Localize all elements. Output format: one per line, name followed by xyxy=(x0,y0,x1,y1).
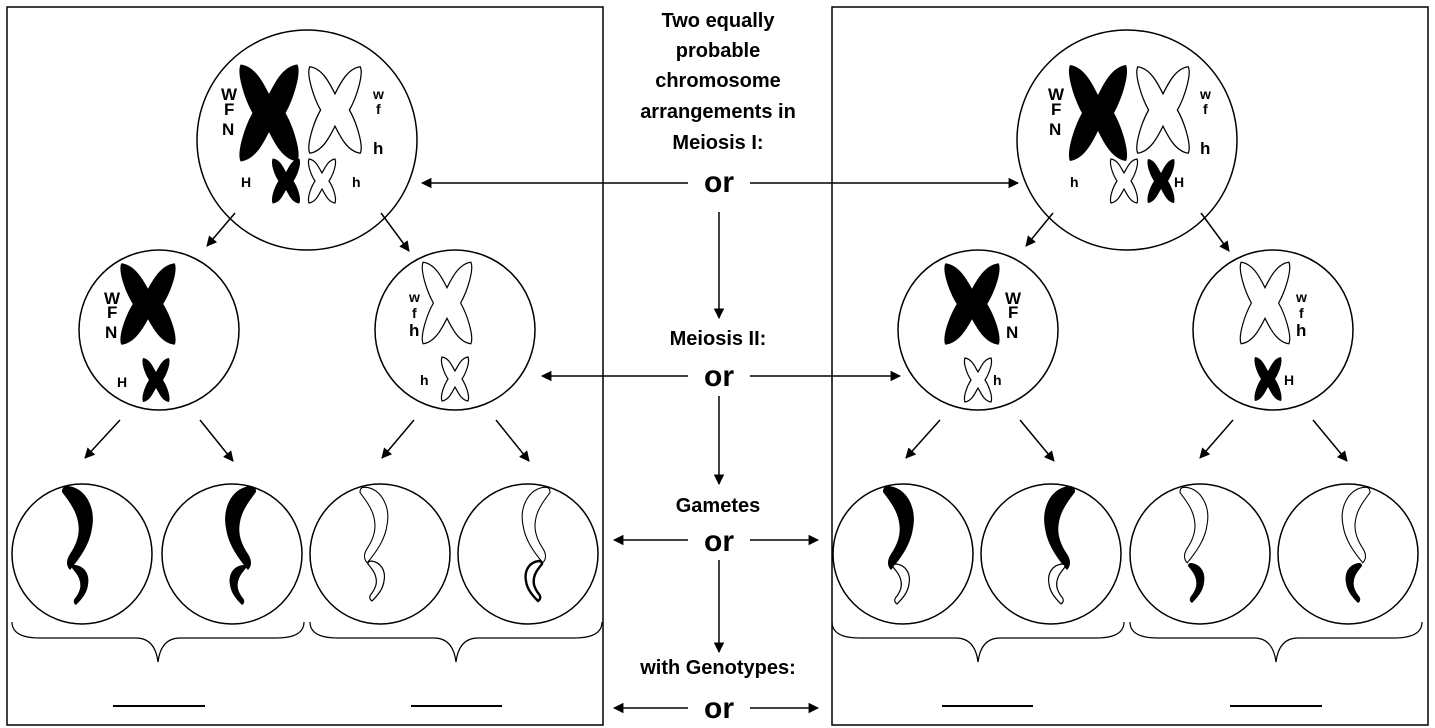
rm2a-allele-h: h xyxy=(993,372,1002,388)
or-label-genotypes: or xyxy=(704,692,734,725)
rm2b-allele-f: f xyxy=(1299,305,1304,321)
m2a-allele-N: N xyxy=(105,323,117,342)
right-parent-cell xyxy=(1016,29,1238,251)
right-meiosis2-cell-a xyxy=(897,249,1059,411)
m2b-allele-h: h xyxy=(420,372,429,388)
r-allele-f: f xyxy=(1203,101,1208,117)
right-meiosis2-cell-b xyxy=(1192,249,1354,411)
or-label-meiosis2: or xyxy=(704,360,734,393)
allele-w: w xyxy=(372,86,384,102)
m2b-allele-f: f xyxy=(412,305,417,321)
r-allele-h: h xyxy=(1070,174,1079,190)
right-parent-chromosomes: W F N w f h h H xyxy=(1048,65,1211,204)
gamete-4 xyxy=(457,483,599,625)
left-meiosis2-cell-b xyxy=(374,249,536,411)
m2a-allele-H: H xyxy=(117,374,127,390)
right-braces xyxy=(831,621,1423,663)
heading-line-3: chromosome xyxy=(655,70,781,92)
r-allele-h-big: h xyxy=(1200,139,1210,158)
allele-h-big: h xyxy=(373,139,383,158)
gamete-2 xyxy=(161,483,303,625)
allele-N: N xyxy=(222,120,234,139)
left-gametes xyxy=(11,483,599,625)
rm2a-allele-W: W xyxy=(1005,289,1022,308)
gamete-7 xyxy=(1129,483,1271,625)
left-braces xyxy=(11,621,603,663)
m2b-allele-h-big: h xyxy=(409,321,419,340)
r-allele-F: F xyxy=(1051,100,1061,119)
rm2a-allele-N: N xyxy=(1006,323,1018,342)
or-label-meiosis1: or xyxy=(704,166,734,199)
left-parent-cell xyxy=(196,29,418,251)
center-heading: Two equally probable chromosome arrangem… xyxy=(640,10,796,154)
heading-line-5: Meiosis I: xyxy=(672,132,763,154)
center-arrows xyxy=(420,177,1020,714)
left-m2-arrows xyxy=(84,419,530,462)
left-meiosis2-cell-a xyxy=(78,249,240,411)
allele-f: f xyxy=(376,101,381,117)
rm2a-allele-F: F xyxy=(1008,303,1018,322)
right-parent-arrows xyxy=(1025,212,1230,252)
r-allele-w: w xyxy=(1199,86,1211,102)
allele-h: h xyxy=(352,174,361,190)
gamete-1 xyxy=(11,483,153,625)
meiosis2-label: Meiosis II: xyxy=(670,328,767,350)
right-m2a-chromosomes: W F N h xyxy=(944,263,1022,403)
left-m2b-chromosomes: w f h h xyxy=(408,261,473,402)
right-m2b-chromosomes: w f h H xyxy=(1239,261,1307,401)
gamete-3 xyxy=(309,483,451,625)
rm2b-allele-H: H xyxy=(1284,372,1294,388)
gametes-label: Gametes xyxy=(676,495,761,517)
r-allele-H: H xyxy=(1174,174,1184,190)
gamete-8 xyxy=(1277,483,1419,625)
left-parent-chromosomes: W F N w f h H h xyxy=(221,64,384,204)
right-m2-arrows xyxy=(905,419,1348,462)
gamete-6 xyxy=(980,483,1122,625)
heading-line-4: arrangements in xyxy=(640,101,796,123)
r-allele-N: N xyxy=(1049,120,1061,139)
heading-line-1: Two equally xyxy=(662,10,776,32)
r-allele-W: W xyxy=(1048,85,1065,104)
rm2b-allele-h-big: h xyxy=(1296,321,1306,340)
left-panel xyxy=(6,6,604,726)
gamete-5 xyxy=(832,483,974,625)
allele-F: F xyxy=(224,100,234,119)
left-m2a-chromosomes: W F N H xyxy=(104,263,176,402)
m2b-allele-w: w xyxy=(408,289,420,305)
rm2b-allele-w: w xyxy=(1295,289,1307,305)
allele-H: H xyxy=(241,174,251,190)
left-parent-arrows xyxy=(206,212,410,252)
m2a-allele-F: F xyxy=(107,303,117,322)
right-gametes xyxy=(832,483,1419,625)
or-label-gametes: or xyxy=(704,525,734,558)
right-panel xyxy=(831,6,1429,726)
heading-line-2: probable xyxy=(676,40,760,62)
allele-W: W xyxy=(221,85,238,104)
genotypes-label: with Genotypes: xyxy=(639,657,796,679)
m2a-allele-W: W xyxy=(104,289,121,308)
